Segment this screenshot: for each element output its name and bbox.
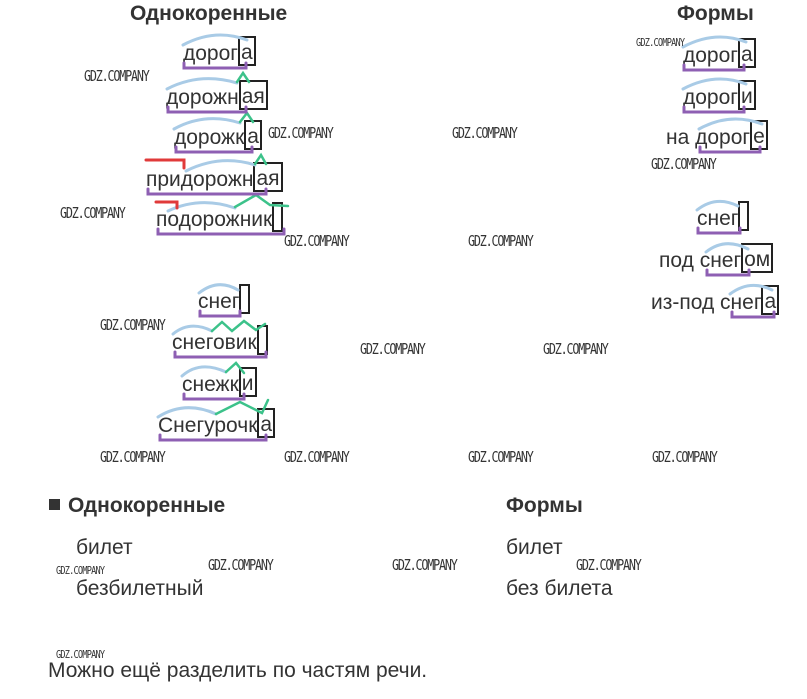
form-bilet: билет bbox=[506, 536, 563, 559]
bullet-square-icon bbox=[49, 499, 60, 510]
watermark: GDZ.COMPANY bbox=[100, 448, 166, 466]
related-word-bezbiletny: безбилетный bbox=[76, 577, 204, 600]
watermark: GDZ.COMPANY bbox=[543, 340, 609, 358]
watermark: GDZ.COMPANY bbox=[208, 556, 274, 574]
ending-box: а bbox=[244, 120, 262, 151]
word-stem: снежк bbox=[182, 373, 239, 396]
ending-box bbox=[272, 202, 284, 233]
heading-word-forms-2: Формы bbox=[506, 494, 583, 517]
form-stem: дорог bbox=[683, 44, 738, 67]
watermark: GDZ.COMPANY bbox=[268, 124, 334, 142]
word-stem: дорожн bbox=[166, 86, 239, 109]
note-text: Можно ещё разделить по частям речи. bbox=[48, 659, 428, 682]
heading-related-words-2: Однокоренные bbox=[49, 494, 225, 518]
ending-box bbox=[738, 201, 750, 232]
prefix-mark bbox=[144, 158, 186, 170]
ending-box bbox=[239, 284, 251, 315]
heading-text: Однокоренные bbox=[68, 494, 226, 517]
ending-box: а bbox=[761, 285, 780, 316]
word-podorozhnik: подорожник bbox=[156, 202, 284, 233]
word-stem: дорожк bbox=[174, 126, 245, 149]
watermark: GDZ.COMPANY bbox=[468, 232, 534, 250]
ending-box: и bbox=[238, 367, 257, 398]
ending-box: е bbox=[750, 120, 768, 151]
watermark: GDZ.COMPANY bbox=[100, 316, 166, 334]
form-stem: снег bbox=[720, 291, 762, 314]
watermark: GDZ.COMPANY bbox=[56, 564, 105, 577]
related-word-bilet: билет bbox=[76, 536, 133, 559]
watermark: GDZ.COMPANY bbox=[84, 67, 150, 85]
heading-related-words: Однокоренные bbox=[130, 2, 288, 25]
form-stem: дорог bbox=[683, 86, 738, 109]
watermark: GDZ.COMPANY bbox=[284, 232, 350, 250]
watermark: GDZ.COMPANY bbox=[576, 556, 642, 574]
form-preposition: из-под bbox=[651, 291, 715, 314]
ending-box: ая bbox=[238, 80, 268, 111]
watermark: GDZ.COMPANY bbox=[452, 124, 518, 142]
form-stem: дорог bbox=[695, 126, 751, 149]
watermark: GDZ.COMPANY bbox=[60, 204, 126, 222]
ending-box: а bbox=[257, 408, 276, 439]
form-sneg: снег bbox=[697, 201, 750, 232]
form-preposition: под bbox=[659, 249, 694, 272]
word-sneg: снег bbox=[198, 284, 251, 315]
heading-word-forms: Формы bbox=[677, 2, 754, 25]
form-stem: снег bbox=[699, 249, 742, 272]
watermark: GDZ.COMPANY bbox=[392, 556, 458, 574]
watermark: GDZ.COMPANY bbox=[284, 448, 350, 466]
word-snegovik: снеговик bbox=[172, 325, 268, 356]
watermark: GDZ.COMPANY bbox=[651, 155, 717, 173]
form-bez-bileta: без билета bbox=[506, 577, 613, 600]
word-stem: дорог bbox=[183, 42, 238, 65]
watermark: GDZ.COMPANY bbox=[636, 36, 685, 49]
word-stem: придорожн bbox=[146, 168, 254, 191]
word-stem: снеговик bbox=[172, 331, 257, 354]
watermark: GDZ.COMPANY bbox=[56, 648, 105, 661]
watermark: GDZ.COMPANY bbox=[468, 448, 534, 466]
ending-box: и bbox=[737, 80, 756, 111]
watermark: GDZ.COMPANY bbox=[360, 340, 426, 358]
word-stem: подорожник bbox=[156, 208, 273, 231]
ending-box bbox=[256, 325, 268, 356]
ending-box: а bbox=[737, 38, 756, 69]
word-stem: снег bbox=[198, 290, 240, 313]
form-stem: снег bbox=[697, 207, 739, 230]
form-preposition: на bbox=[666, 126, 690, 149]
ending-box: ом bbox=[741, 243, 774, 274]
word-stem: Снегурочк bbox=[158, 414, 258, 437]
ending-box: ая bbox=[253, 162, 283, 193]
ending-box: а bbox=[237, 36, 256, 67]
watermark: GDZ.COMPANY bbox=[652, 448, 718, 466]
